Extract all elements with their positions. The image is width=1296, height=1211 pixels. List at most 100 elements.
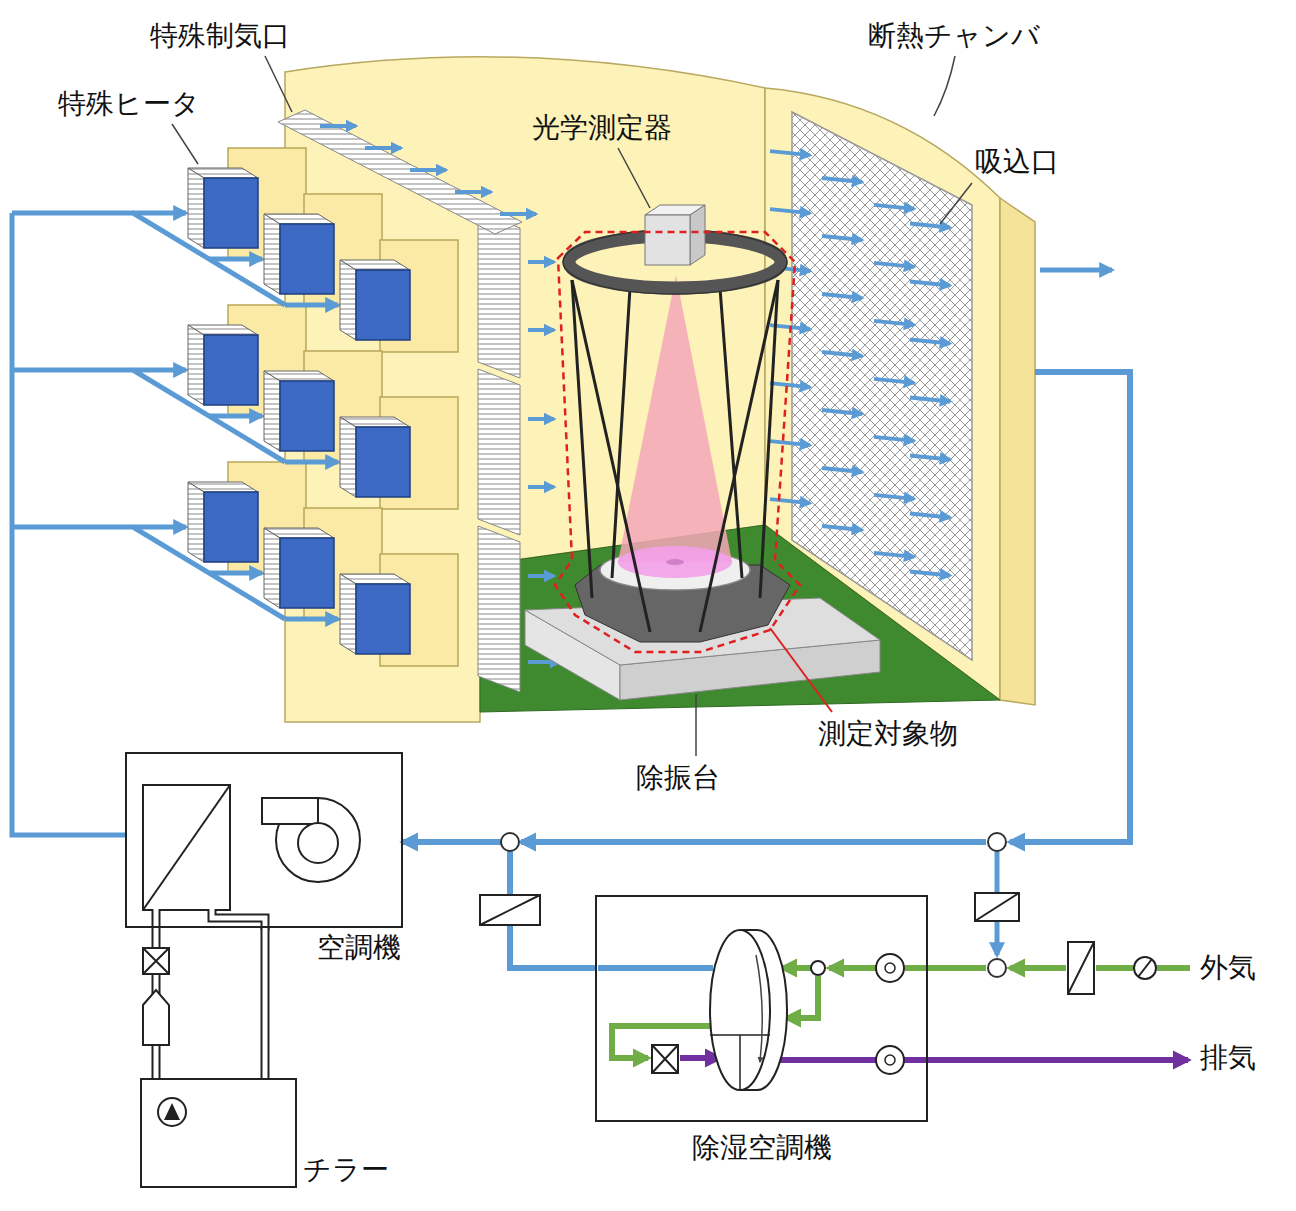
- exit-arrow: [1040, 268, 1112, 273]
- fan-impeller: [298, 823, 338, 863]
- airflow-arrow: [770, 499, 810, 503]
- illustration-part: [760, 280, 778, 598]
- airflow-arrow: [528, 328, 554, 332]
- wheel-front: [710, 930, 770, 1090]
- illustration-part: [572, 280, 650, 632]
- object-leader: [770, 628, 832, 712]
- wheel-rotation: [756, 955, 762, 1062]
- box-heading: チラー: [303, 1154, 389, 1186]
- leader-lines: [172, 56, 972, 756]
- airflow-arrow: [209, 257, 262, 262]
- part-label: 特殊ヒータ: [58, 88, 200, 120]
- airflow-arrow: [822, 410, 862, 414]
- part-label: 排気: [1200, 1042, 1256, 1074]
- part-label: 吸込口: [975, 146, 1059, 178]
- filter-diagonal: [1068, 942, 1094, 994]
- airflow-arrow: [133, 211, 186, 216]
- return-duct: [521, 839, 986, 845]
- chiller-box: チラー: [140, 1078, 297, 1188]
- chamber-wall-edge: [1000, 198, 1035, 705]
- exhaust-fan: [876, 1046, 904, 1074]
- airflow-arrow: [822, 178, 862, 182]
- illustration-part: [934, 56, 955, 116]
- airflow-arrow: [910, 571, 950, 575]
- box-heading: 空調機: [317, 932, 401, 964]
- heater-side: [264, 214, 280, 294]
- pump: [158, 1098, 186, 1126]
- heater-side: [340, 574, 356, 654]
- illustration-part: [618, 148, 650, 208]
- valve: [143, 948, 169, 974]
- airflow-arrow: [209, 414, 262, 419]
- junction: [501, 833, 519, 851]
- illustration-part: [940, 183, 972, 224]
- process-air: [829, 965, 876, 971]
- junction: [988, 959, 1006, 977]
- airflow-arrows: [528, 151, 950, 662]
- heater-face: [204, 492, 258, 562]
- airflow-arrow: [528, 260, 554, 264]
- damper-blade: [480, 895, 540, 925]
- air-duct: [403, 842, 595, 968]
- connector-line: [403, 842, 595, 968]
- airflow-arrow: [910, 455, 950, 459]
- part-label: 外気: [1200, 952, 1256, 984]
- heater-face: [204, 178, 258, 248]
- regen-heater-cross: [652, 1045, 678, 1073]
- airflow-arrow: [910, 339, 950, 343]
- airflow-arrow: [455, 190, 491, 194]
- strainer: [143, 990, 169, 1045]
- airflow-arrow: [285, 460, 338, 465]
- outdoor-air-line: [1010, 965, 1190, 971]
- airflow-arrow: [285, 303, 338, 308]
- regen-air: [786, 976, 818, 1018]
- supply-fan-hub: [885, 963, 895, 973]
- heater-side: [188, 325, 204, 405]
- airflow-arrow: [528, 574, 554, 578]
- airflow-arrow: [822, 526, 862, 530]
- heater-side: [264, 528, 280, 608]
- illustration-part: [612, 288, 630, 578]
- outdoor-damper: [1134, 957, 1156, 979]
- airflow-arrow: [874, 553, 914, 557]
- beam-cone: [618, 275, 732, 562]
- illustration-part: [700, 280, 778, 632]
- frame-legs: [572, 280, 778, 632]
- part-label: 光学測定器: [532, 112, 672, 144]
- spot-center: [666, 559, 684, 565]
- part-label: 断熱チャンバ: [868, 20, 1040, 52]
- airflow-arrow: [410, 168, 446, 172]
- part-label: 測定対象物: [818, 718, 958, 750]
- airflow-arrow: [874, 437, 914, 441]
- airflow-arrow: [874, 495, 914, 499]
- heater-face: [280, 224, 334, 294]
- illustration-part: [695, 694, 697, 756]
- airflow-arrow: [365, 146, 401, 150]
- pump-triangle: [164, 1103, 180, 1120]
- heater-face: [356, 427, 410, 497]
- airflow-arrow: [822, 236, 862, 240]
- box-heading: 除湿空調機: [692, 1132, 832, 1164]
- heater-side: [188, 482, 204, 562]
- airflow-arrow: [770, 151, 810, 155]
- supply-fan: [876, 954, 904, 982]
- outdoor-damper-slash: [1138, 959, 1152, 977]
- illustration-part: [265, 56, 292, 112]
- heater-side: [340, 417, 356, 497]
- airflow-arrow: [133, 368, 186, 373]
- supply-duct: [12, 213, 125, 835]
- heat-exchanger: [143, 785, 230, 910]
- airflow-arrow: [500, 212, 536, 216]
- damper: [975, 893, 1019, 921]
- airflow-arrow: [910, 281, 950, 285]
- airflow-arrow: [770, 383, 810, 387]
- process-air: [782, 965, 811, 971]
- part-label: 除振台: [636, 762, 720, 794]
- heater-face: [356, 584, 410, 654]
- split-point: [811, 961, 825, 975]
- airflow-arrow: [910, 223, 950, 227]
- diffuser-panel: [478, 526, 520, 692]
